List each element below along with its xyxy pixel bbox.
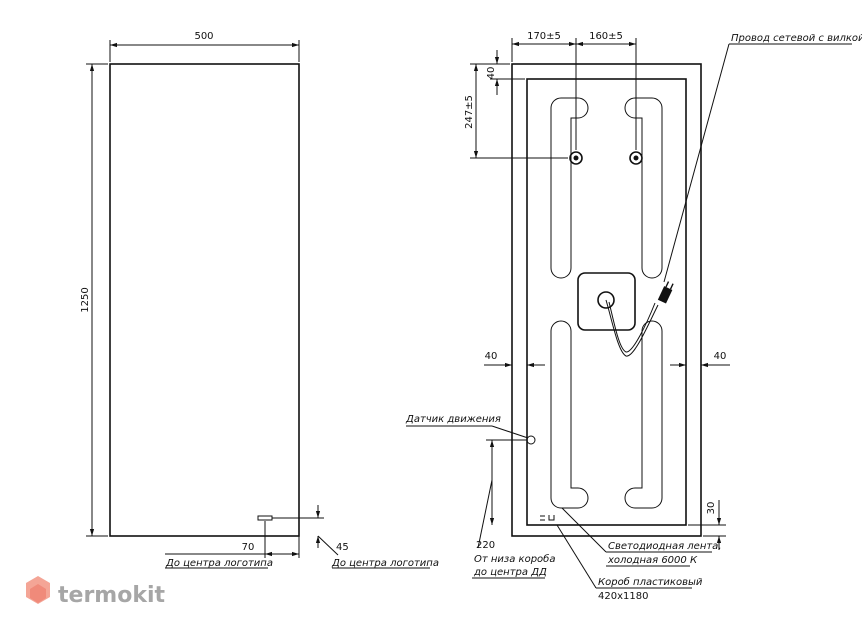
note-sensor-line2: до центра ДД	[473, 567, 547, 578]
hole-spacing-label: 160±5	[589, 31, 623, 42]
plastic-box-outline	[526, 78, 687, 526]
led-strip-lower-left	[550, 320, 589, 509]
power-box	[577, 272, 636, 331]
note-sensor-line1: От низа короба	[474, 553, 555, 565]
sensor-height-label: 220	[476, 540, 495, 551]
power-cord	[605, 299, 659, 357]
motion-sensor	[526, 435, 536, 445]
note-led-line2: холодная 6000 К	[607, 555, 698, 566]
top-margin-label: 40	[486, 67, 497, 80]
bottom-margin-label: 30	[706, 502, 717, 515]
note-led-line1: Светодиодная лента,	[608, 541, 722, 552]
note-box-line1: Короб пластиковый	[598, 576, 703, 588]
note-power-cord: Провод сетевой с вилкой	[731, 33, 862, 44]
width-label: 500	[194, 31, 213, 42]
front-view: 500 1250 70 До центра логотипа 45 До цен…	[80, 31, 439, 569]
hole-depth-label: 247±5	[464, 95, 475, 129]
note-motion-sensor: Датчик движения	[405, 414, 501, 425]
logo-mark	[257, 515, 273, 521]
note-box-line2: 420x1180	[598, 591, 648, 602]
mirror-front-outline	[109, 63, 300, 537]
power-cable-outlet	[597, 291, 615, 309]
hole-left-label: 170±5	[527, 31, 561, 42]
logo-note-left: До центра логотипа	[165, 558, 273, 569]
back-view: Провод сетевой с вилкой Датчик движения …	[405, 31, 862, 602]
watermark-logo: termokit	[26, 576, 165, 608]
bottom-connector-symbol	[540, 515, 555, 521]
mirror-back-outline	[511, 63, 702, 537]
logo-h-offset-label: 70	[242, 542, 255, 553]
mount-hole-left	[569, 151, 583, 165]
side-left-label: 40	[485, 351, 498, 362]
led-strip-upper-left	[550, 97, 589, 279]
logo-note-right: До центра логотипа	[331, 558, 439, 569]
height-label: 1250	[80, 287, 91, 312]
mount-hole-right	[629, 151, 643, 165]
watermark-text: termokit	[58, 583, 165, 608]
led-strip-upper-right	[624, 97, 663, 279]
logo-v-offset-label: 45	[336, 542, 349, 553]
power-plug-icon	[657, 281, 674, 304]
led-strip-lower-right	[624, 320, 663, 509]
side-right-label: 40	[714, 351, 727, 362]
